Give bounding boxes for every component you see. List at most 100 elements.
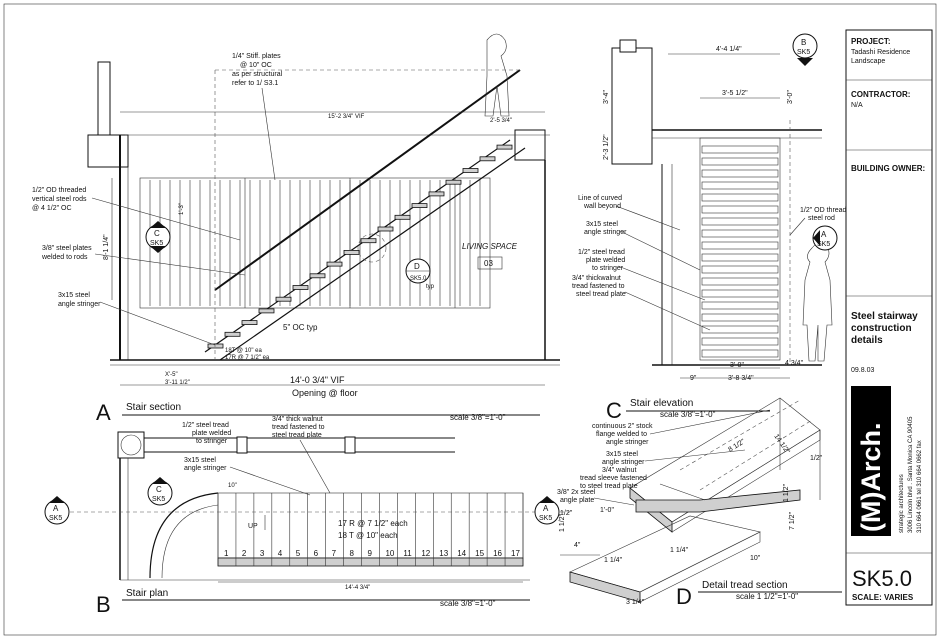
note-stringer-d-1: 3x15 steel <box>606 451 638 458</box>
section-b-title: Stair plan <box>126 588 168 599</box>
elevation-wall-left <box>611 47 653 165</box>
upper-slab-right <box>514 129 546 161</box>
section-a-scale: scale 3/8"=1'-0" <box>450 413 506 422</box>
stair-stringer <box>204 139 511 353</box>
note-walnut-b-1: 3/4" thick walnut <box>272 416 323 423</box>
firm-line-2: 3006 Lincoln blvd . Santa Monica CA 9040… <box>908 416 914 533</box>
note-walnut-c-2: tread fastened to <box>572 283 625 290</box>
dim-d-1: 14 1/2" <box>772 433 791 455</box>
dim-bl2: 3'-11 1/2" <box>165 380 190 386</box>
section-tread <box>241 320 258 326</box>
lower-walnut-tread <box>569 571 641 603</box>
dim-d-13: 1/2" <box>560 510 573 517</box>
dim-b-bottom: 14'-4 3/4" <box>345 585 370 591</box>
note-flange-2: flange welded to <box>596 431 647 438</box>
dim-top: 15'-2 3/4" VIF <box>328 114 365 120</box>
project-label: PROJECT: <box>851 37 891 46</box>
elevation-tread <box>701 217 779 226</box>
dim-d-2: 8 1/2" <box>727 438 746 454</box>
callout-a-right-sheet: SK5 <box>539 515 552 522</box>
section-tread <box>343 249 360 255</box>
callout-b-letter: B <box>801 38 806 47</box>
rod-panel <box>139 177 491 309</box>
title-block: PROJECT: Tadashi Residence Landscape CON… <box>845 29 933 606</box>
tread-number: 17 <box>511 549 520 558</box>
upper-walnut-tread <box>635 489 801 513</box>
section-tread <box>377 226 394 232</box>
note-stringer-c-2: angle stringer <box>584 229 627 236</box>
note-rods-1: 1/2" OD threaded <box>32 187 86 194</box>
dim-c-b4: 4 3/4" <box>785 360 804 367</box>
note-stringer-a-1: 3x15 steel <box>58 292 90 299</box>
dim-top2: 2'-5 3/4" <box>490 118 512 124</box>
note-risers-b: 17 R @ 7 1/2" each <box>338 519 408 528</box>
note-walnut-d-3: to steel tread plate <box>580 483 638 490</box>
elevation-tread <box>701 241 779 250</box>
section-tread <box>224 331 241 337</box>
note-rods-2: vertical steel rods <box>32 196 87 203</box>
callout-d-letter: D <box>414 262 420 271</box>
note-oc: 5" OC typ <box>283 323 318 332</box>
callout-c-a-sheet: SK5 <box>150 240 163 247</box>
detail-tread-section-d: continuous 2" stock flange welded to ang… <box>557 397 842 609</box>
section-a-letter: A <box>96 400 111 425</box>
dim-bl1: X'-5" <box>165 372 178 378</box>
tread-number: 15 <box>475 549 484 558</box>
note-tread-c-2: plate welded <box>586 257 625 264</box>
tread-number: 9 <box>368 549 373 558</box>
note-stringer-b-2: angle stringer <box>184 465 227 472</box>
note-stiff-plates-2: @ 10" OC <box>240 62 272 69</box>
project-value-2: Landscape <box>851 58 885 65</box>
dim-c-top: 4'-4 1/4" <box>716 46 742 53</box>
note-plates-1: 3/8" steel plates <box>42 245 92 252</box>
dim-d-12: 1/2" <box>810 455 823 462</box>
section-tread <box>258 308 275 314</box>
dim-c-b2: 3'-8 3/4" <box>728 375 754 382</box>
note-stringer-d-2: angle stringer <box>602 459 645 466</box>
callout-c-b-letter: C <box>156 485 162 494</box>
dim-d-5: 7 1/2" <box>789 511 796 530</box>
firm-line-3: 310 664 0661 tel 310 664 0662 fax <box>917 440 923 533</box>
human-figure-elevation <box>802 242 833 362</box>
note-stiff-plates-1: 1/4" Stiff. plates <box>232 53 281 60</box>
section-tread <box>326 261 343 267</box>
callout-d-sheet: SK5.0 <box>410 276 427 282</box>
note-treads-b: 18 T @ 10" each <box>338 531 398 540</box>
note-stringer-b-1: 3x15 steel <box>184 457 216 464</box>
section-tread <box>428 191 445 197</box>
dim-c-inner: 3'-5 1/2" <box>722 90 748 97</box>
dim-c-left1: 3'-4" <box>603 90 610 104</box>
section-d-scale: scale 1 1/2"=1'-0" <box>736 592 798 601</box>
stair-treads-elevation <box>701 145 779 358</box>
section-d-letter: D <box>676 584 692 609</box>
tread-number: 3 <box>260 549 265 558</box>
section-d-title: Detail tread section <box>702 580 788 591</box>
tread-number: 8 <box>350 549 355 558</box>
note-walnut-d-1: 3/4" walnut <box>602 467 636 474</box>
note-flange-3: angle stringer <box>606 439 649 446</box>
dim-d-4: 1 1/2" <box>559 513 566 532</box>
elevation-tread <box>701 337 779 346</box>
dim-d-3: 1'-0" <box>600 507 614 514</box>
note-walnut-b-2: tread fastened to <box>272 424 325 431</box>
note-walnut-d-2: tread sleeve fastened <box>580 475 647 482</box>
elevation-tread <box>701 229 779 238</box>
stair-section-a: 14'-0 3/4" VIF Opening @ floor 15'-2 3/4… <box>32 33 560 425</box>
rail-post-left <box>97 61 111 136</box>
sheet-border <box>3 3 937 636</box>
section-b-letter: B <box>96 592 111 617</box>
note-flange-1: continuous 2" stock <box>592 423 653 430</box>
note-plates-2: welded to rods <box>41 254 88 261</box>
elevation-tread <box>701 277 779 286</box>
note-stiff-plates-3: as per structural <box>232 71 283 78</box>
dim-bottom: 14'-0 3/4" VIF <box>290 375 345 385</box>
note-tread-b-2: plate welded <box>192 430 231 437</box>
sheet-title-3: details <box>851 335 883 346</box>
contractor-label: CONTRACTOR: <box>851 90 910 99</box>
project-value-1: Tadashi Residence <box>851 49 910 56</box>
stair-run-elevation <box>699 137 781 361</box>
callout-c-a-letter: C <box>154 229 160 238</box>
tread-number: 10 <box>385 549 394 558</box>
